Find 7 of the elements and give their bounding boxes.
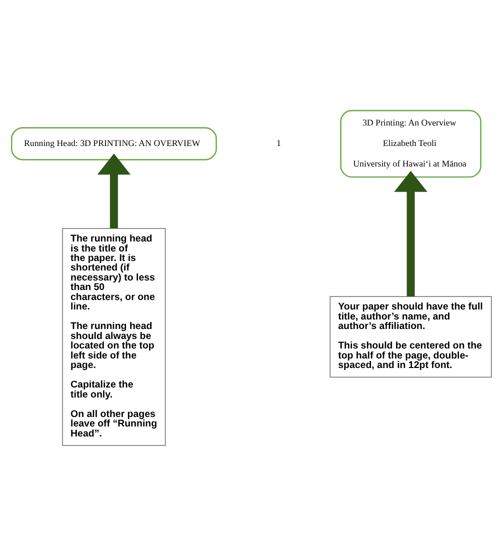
label: 1 xyxy=(276,137,281,148)
node-box: 3D Printing: An Overview Elizabeth Teoli University of Hawai‘i at Mānoa xyxy=(340,109,482,178)
arrow xyxy=(97,153,131,228)
node-box: Your paper should have the full title, author’s name, and author’s affiliation. This should be centered on the top half of the page, double-spaced, and in 12pt font. xyxy=(330,296,492,378)
node-box: Running Head: 3D PRINTING: AN OVERVIEW xyxy=(10,126,217,160)
arrow xyxy=(394,170,428,296)
node-box: The running head is the title of the paper. It is shortened (if necessary) to less than 50 characters, or one line. The running head should always be located on the top left side of the page. Capitalize the title only. On all other pages leave off “Running Head”. xyxy=(62,227,166,446)
